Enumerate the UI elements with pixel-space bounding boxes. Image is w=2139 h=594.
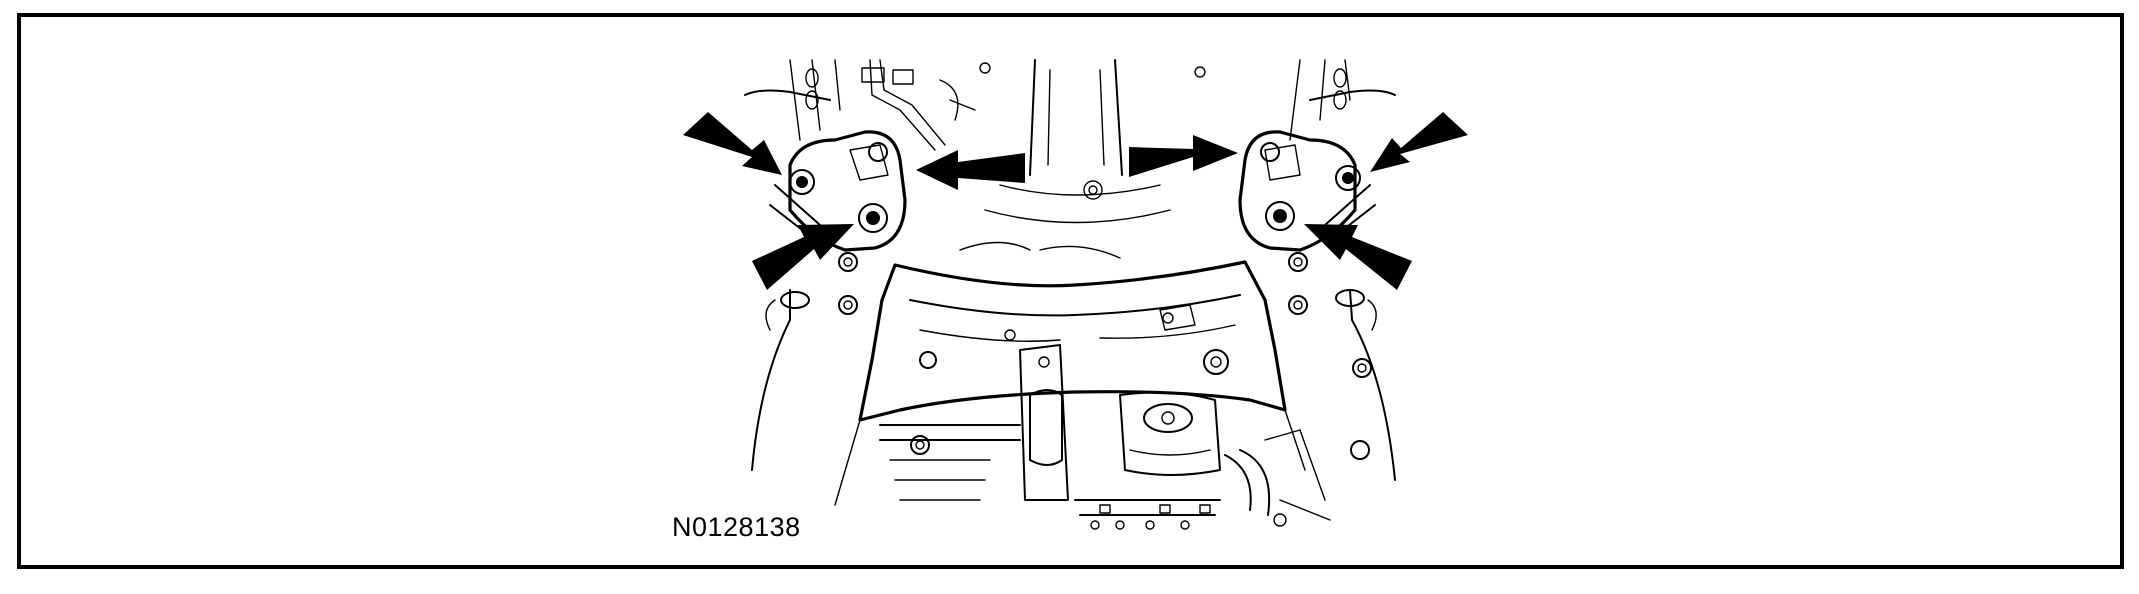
lower-components xyxy=(751,241,1396,530)
upper-body-structure xyxy=(744,59,1396,224)
left-bolt-lower xyxy=(858,203,888,233)
callout-arrow-4 xyxy=(1129,135,1238,177)
subframe-crossmember xyxy=(838,252,1308,501)
callout-arrow-1 xyxy=(683,112,782,175)
callout-arrow-2 xyxy=(916,150,1025,190)
callout-arrows xyxy=(683,112,1468,290)
right-bolt-upper xyxy=(1335,165,1361,191)
figure-frame xyxy=(17,13,2124,569)
right-mount-bracket xyxy=(1238,130,1376,252)
right-bolt-lower xyxy=(1265,201,1295,231)
callout-arrow-3 xyxy=(752,224,854,290)
callout-arrow-5 xyxy=(1370,112,1468,172)
figure-id-label: N0128138 xyxy=(672,512,801,542)
left-bolt-upper xyxy=(789,169,815,195)
callout-arrow-6 xyxy=(1304,224,1412,290)
